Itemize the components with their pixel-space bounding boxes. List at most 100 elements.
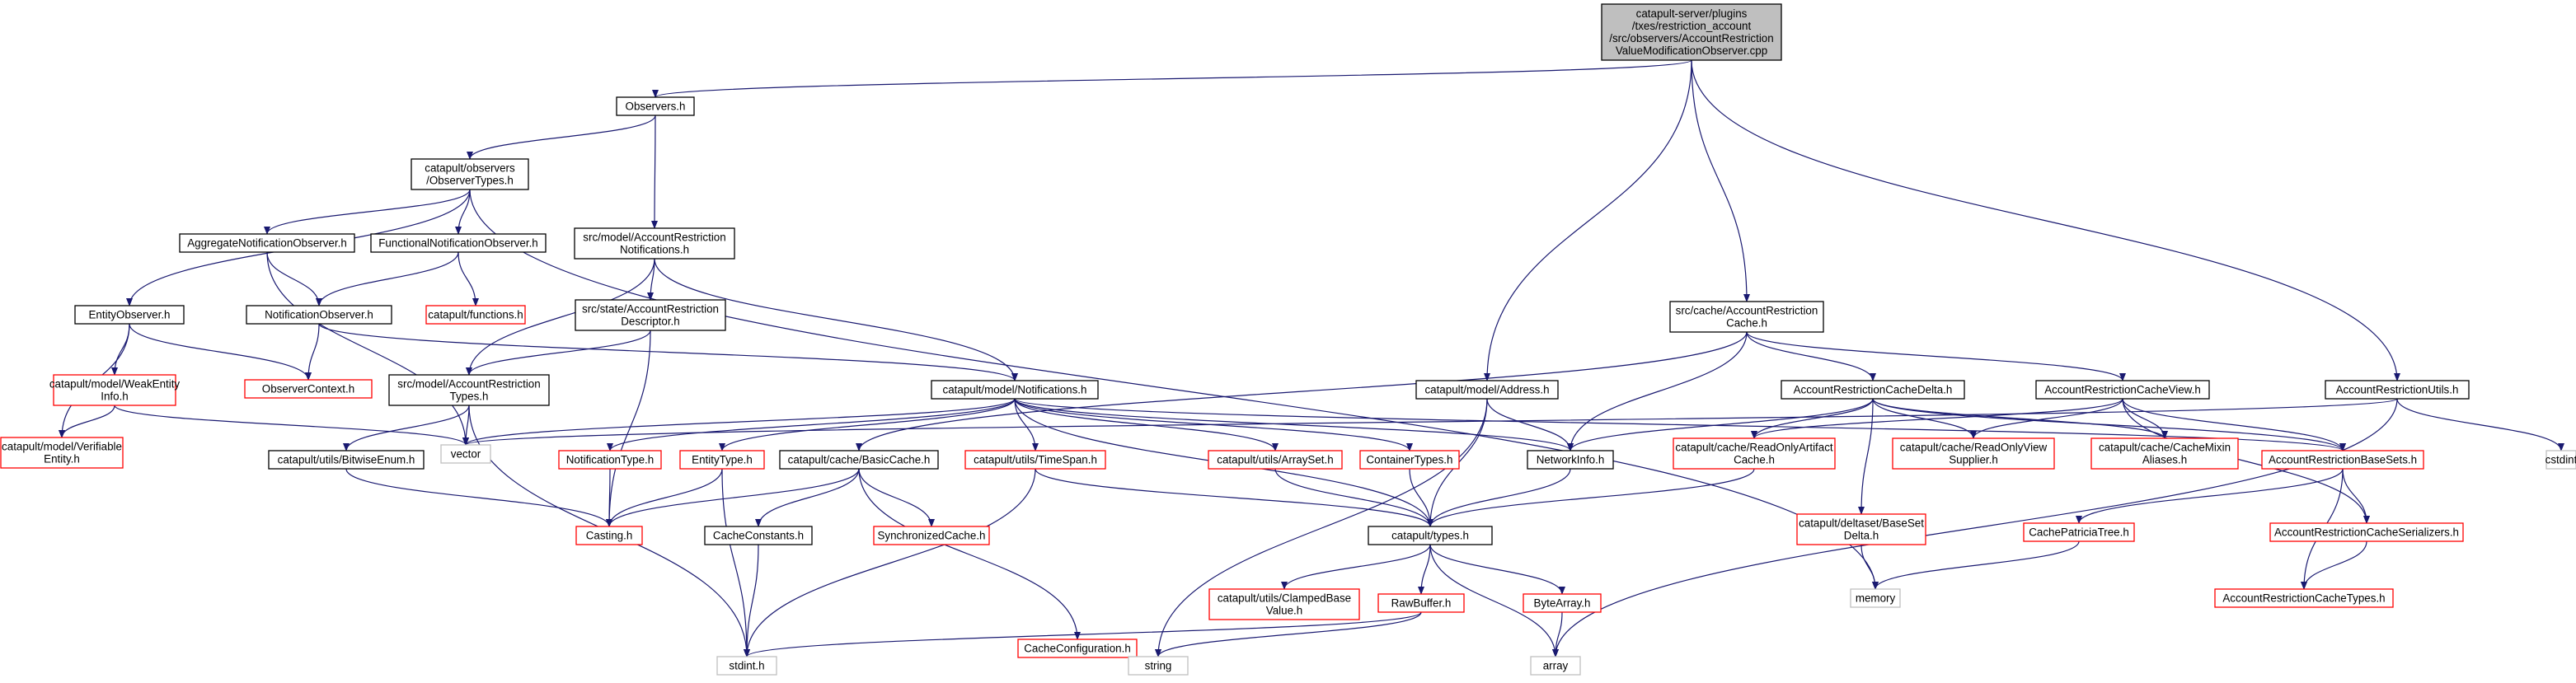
node-cache_types[interactable]: AccountRestrictionCacheTypes.h xyxy=(2214,588,2394,608)
node-label-root-line-2: /src/observers/AccountRestriction xyxy=(1609,32,1773,44)
node-box-types_h xyxy=(1368,526,1493,545)
node-types_h[interactable]: catapult/types.h xyxy=(1368,526,1493,545)
node-box-patricia_tree xyxy=(2023,522,2135,542)
node-model_notifications[interactable]: catapult/model/Notifications.h xyxy=(931,380,1099,400)
node-container_types[interactable]: ContainerTypes.h xyxy=(1359,450,1460,470)
node-label-model_notifications-line-0: catapult/model/Notifications.h xyxy=(943,384,1087,396)
edge-functional_obs-to-functions_h xyxy=(457,251,479,306)
node-box-functions_h xyxy=(425,305,526,325)
node-src_cache[interactable]: src/cache/AccountRestrictionCache.h xyxy=(1669,301,1824,333)
node-bitwise_enum[interactable]: catapult/utils/BitwiseEnum.h xyxy=(268,450,425,470)
node-cache_configuration[interactable]: CacheConfiguration.h xyxy=(1017,639,1138,658)
node-cache_view[interactable]: AccountRestrictionCacheView.h xyxy=(2035,380,2210,400)
node-box-raw_buffer xyxy=(1377,593,1465,613)
node-src_notifications[interactable]: src/model/AccountRestrictionNotification… xyxy=(574,227,735,260)
node-base_sets[interactable]: AccountRestrictionBaseSets.h xyxy=(2261,450,2424,470)
node-observer_types[interactable]: catapult/observers/ObserverTypes.h xyxy=(411,158,529,190)
node-root[interactable]: catapult-server/plugins/txes/restriction… xyxy=(1601,3,1782,61)
edge-restriction_utils-to-vector xyxy=(462,398,2398,446)
edge-src_notifications-to-restriction_types xyxy=(466,258,655,376)
node-restriction_utils[interactable]: AccountRestrictionUtils.h xyxy=(2325,380,2470,400)
node-label-observer_context-line-0: ObserverContext.h xyxy=(262,383,354,395)
node-array[interactable]: array xyxy=(1530,656,1581,676)
node-box-readonly_view xyxy=(1892,437,2055,470)
node-synchronized_cache[interactable]: SynchronizedCache.h xyxy=(873,526,990,545)
node-functional_obs[interactable]: FunctionalNotificationObserver.h xyxy=(370,233,547,253)
node-array_set[interactable]: catapult/utils/ArraySet.h xyxy=(1208,450,1343,470)
node-label-synchronized_cache-line-0: SynchronizedCache.h xyxy=(877,530,985,542)
node-box-basic_cache xyxy=(779,450,939,470)
node-label-cache_constants-line-0: CacheConstants.h xyxy=(713,530,804,542)
node-label-cache_view-line-0: AccountRestrictionCacheView.h xyxy=(2044,384,2201,396)
node-label-root-line-3: ValueModificationObserver.cpp xyxy=(1616,44,1767,57)
node-entity_observer[interactable]: EntityObserver.h xyxy=(74,305,185,325)
node-label-notification_observer-line-0: NotificationObserver.h xyxy=(265,309,373,321)
edge-descriptor_h-to-casting xyxy=(606,330,651,527)
edge-container_types-to-types_h xyxy=(1409,468,1433,527)
node-box-src_notifications xyxy=(574,227,735,260)
node-cstdint[interactable]: cstdint xyxy=(2546,450,2576,470)
node-label-readonly_artifact-line-1: Cache.h xyxy=(1734,454,1775,466)
node-box-cache_types xyxy=(2214,588,2394,608)
node-box-memory xyxy=(1850,588,1901,608)
node-patricia_tree[interactable]: CachePatriciaTree.h xyxy=(2023,522,2135,542)
edge-cache_view-to-readonly_artifact xyxy=(1751,398,2123,439)
node-entity_type[interactable]: EntityType.h xyxy=(679,450,765,470)
node-memory[interactable]: memory xyxy=(1850,588,1901,608)
node-basic_cache[interactable]: catapult/cache/BasicCache.h xyxy=(779,450,939,470)
node-notification_type[interactable]: NotificationType.h xyxy=(558,450,662,470)
edge-restriction_types-to-bitwise_enum xyxy=(343,405,470,451)
node-byte_array[interactable]: ByteArray.h xyxy=(1523,593,1602,613)
node-serializers[interactable]: AccountRestrictionCacheSerializers.h xyxy=(2269,522,2464,542)
node-stdint[interactable]: stdint.h xyxy=(716,656,777,676)
node-label-types_h-line-0: catapult/types.h xyxy=(1391,530,1469,542)
node-notification_observer[interactable]: NotificationObserver.h xyxy=(246,305,392,325)
edge-root-to-observers_h xyxy=(652,59,1692,98)
node-label-root-line-1: /txes/restriction_account xyxy=(1632,20,1752,32)
node-casting[interactable]: Casting.h xyxy=(575,526,643,545)
node-label-basic_cache-line-0: catapult/cache/BasicCache.h xyxy=(788,454,931,466)
node-observer_context[interactable]: ObserverContext.h xyxy=(244,379,373,399)
edge-types_h-to-raw_buffer xyxy=(1418,544,1431,595)
edge-cache_view-to-serializers xyxy=(2122,398,2370,524)
node-box-observers_h xyxy=(616,96,695,116)
node-network_info[interactable]: NetworkInfo.h xyxy=(1527,450,1614,470)
node-cache_delta[interactable]: AccountRestrictionCacheDelta.h xyxy=(1781,380,1965,400)
node-functions_h[interactable]: catapult/functions.h xyxy=(425,305,526,325)
node-label-bitwise_enum-line-0: catapult/utils/BitwiseEnum.h xyxy=(278,454,415,466)
node-label-base_sets-line-0: AccountRestrictionBaseSets.h xyxy=(2269,454,2417,466)
node-observers_h[interactable]: Observers.h xyxy=(616,96,695,116)
node-string[interactable]: string xyxy=(1128,656,1189,676)
node-label-memory-line-0: memory xyxy=(1856,592,1896,605)
node-label-raw_buffer-line-0: RawBuffer.h xyxy=(1391,597,1452,610)
node-model_address[interactable]: catapult/model/Address.h xyxy=(1415,380,1559,400)
node-label-container_types-line-0: ContainerTypes.h xyxy=(1367,454,1453,466)
node-label-functions_h-line-0: catapult/functions.h xyxy=(428,309,523,321)
node-label-cache_mixin-line-1: Aliases.h xyxy=(2142,454,2187,466)
edge-src_cache-to-network_info xyxy=(1567,331,1748,451)
node-label-entity_observer-line-0: EntityObserver.h xyxy=(89,309,171,321)
node-label-time_span-line-0: catapult/utils/TimeSpan.h xyxy=(974,454,1097,466)
edge-model_address-to-string xyxy=(1155,398,1488,657)
node-vector[interactable]: vector xyxy=(440,444,491,464)
node-raw_buffer[interactable]: RawBuffer.h xyxy=(1377,593,1465,613)
node-label-string-line-0: string xyxy=(1145,660,1172,672)
node-cache_constants[interactable]: CacheConstants.h xyxy=(704,526,813,545)
node-box-bitwise_enum xyxy=(268,450,425,470)
node-box-string xyxy=(1128,656,1189,676)
node-aggregate_obs[interactable]: AggregateNotificationObserver.h xyxy=(179,233,355,253)
node-label-readonly_artifact-line-0: catapult/cache/ReadOnlyArtifact xyxy=(1675,442,1833,454)
node-box-readonly_artifact xyxy=(1673,437,1836,470)
node-box-network_info xyxy=(1527,450,1614,470)
node-time_span[interactable]: catapult/utils/TimeSpan.h xyxy=(964,450,1106,470)
node-box-synchronized_cache xyxy=(873,526,990,545)
